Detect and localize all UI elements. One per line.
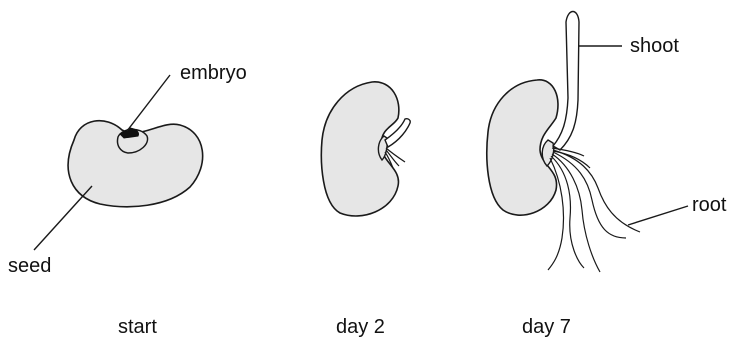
roots-day7 [548,148,640,272]
seed-pointer-line [34,186,92,250]
label-seed: seed [8,255,51,277]
root-pointer-line [628,206,688,225]
caption-start: start [118,316,157,338]
label-embryo: embryo [180,62,247,84]
embryo-tip [120,128,139,138]
shoot-day7 [553,12,579,151]
stage-day2 [321,82,410,216]
stage-start: embryo seed [8,62,247,277]
label-shoot: shoot [630,35,679,57]
caption-day7: day 7 [522,316,571,338]
stage-day7: shoot root [487,12,727,273]
embryo-pointer-line [127,75,170,131]
label-root: root [692,194,727,216]
caption-day2: day 2 [336,316,385,338]
